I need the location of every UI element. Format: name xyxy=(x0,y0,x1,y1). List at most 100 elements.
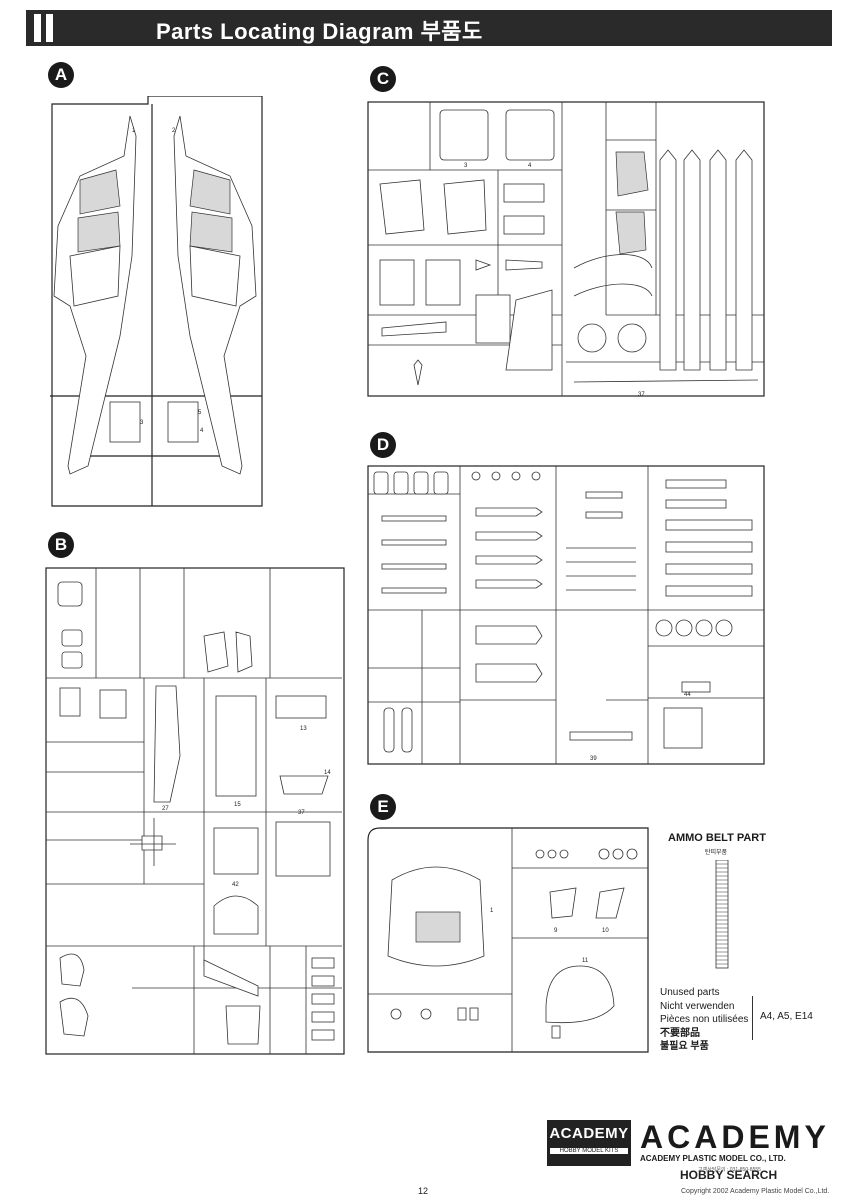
ammo-belt-part xyxy=(715,860,729,969)
part-number: 44 xyxy=(684,692,691,698)
part-e11 xyxy=(545,965,615,1023)
part-b10-11 xyxy=(203,631,253,673)
header-stripe xyxy=(34,14,41,42)
part-number: 3 xyxy=(140,420,144,426)
sprue-b-frame xyxy=(45,567,345,1055)
part-c4 xyxy=(505,109,555,161)
part-c40 xyxy=(735,149,753,371)
part-c41 xyxy=(659,149,677,371)
part-d2b xyxy=(381,539,447,546)
part-d44 xyxy=(681,681,711,693)
part-number: 3 xyxy=(464,163,468,169)
left-detail-panel xyxy=(69,245,121,307)
part-c18 xyxy=(475,294,511,344)
part-b24 xyxy=(57,581,83,607)
academy-box-logo: ACADEMY HOBBY MODEL KITS xyxy=(547,1120,631,1166)
part-b45 xyxy=(130,818,176,866)
section-label-a: A xyxy=(48,62,74,88)
part-number: 2 xyxy=(172,128,176,134)
part-d23 xyxy=(383,707,395,753)
part-e3 xyxy=(420,1008,432,1020)
part-c19 xyxy=(505,289,553,371)
part-b71 xyxy=(203,959,259,997)
part-d15 xyxy=(665,519,753,531)
part-c11 xyxy=(503,183,545,203)
customer-phone: 고객상담문의 : 031-850-8555 xyxy=(698,1167,761,1173)
part-b60 xyxy=(311,1029,335,1041)
part-number: 4 xyxy=(200,428,204,434)
part-d45 xyxy=(663,707,703,749)
part-d3 xyxy=(381,563,447,570)
part-d18 xyxy=(665,585,753,597)
part-e10 xyxy=(595,887,625,919)
sprue-e-frame xyxy=(367,827,649,1053)
unused-line-kr: 불필요 부품 xyxy=(660,1041,709,1052)
part-b43 xyxy=(213,895,259,935)
part-b42 xyxy=(213,827,259,875)
part-c14 xyxy=(425,259,461,306)
left-window-lower xyxy=(77,211,121,253)
part-e2 xyxy=(390,1008,402,1020)
part-b58 xyxy=(311,993,335,1005)
part-e8 xyxy=(598,848,610,860)
part-b86 xyxy=(59,997,89,1037)
part-b26 xyxy=(61,651,83,669)
part-c37 xyxy=(573,379,759,383)
part-d41b xyxy=(675,619,693,637)
unused-line-fr: Pièces non utilisées xyxy=(660,1014,749,1025)
part-d16 xyxy=(665,541,753,553)
right-window-upper xyxy=(189,169,231,215)
part-b14 xyxy=(279,775,329,795)
part-d28 xyxy=(401,707,413,753)
part-number: 5 xyxy=(198,410,202,416)
part-number: 11 xyxy=(582,958,589,964)
part-b30 xyxy=(59,687,81,717)
part-c3 xyxy=(439,109,489,161)
section-label-d: D xyxy=(370,432,396,458)
part-e7 xyxy=(535,849,545,859)
part-e7b xyxy=(547,849,557,859)
sprue-b-diagram: 27 15 13 14 42 37 xyxy=(45,567,345,1055)
sprue-e-grid xyxy=(368,828,648,1052)
sprue-a-cell-4 xyxy=(167,401,199,443)
part-number: 37 xyxy=(638,392,645,398)
unused-parts-note: Unused parts Nicht verwenden Pièces non … xyxy=(660,986,748,1054)
header-stripe xyxy=(46,14,53,42)
part-number: 4 xyxy=(528,163,532,169)
part-number: 1 xyxy=(132,128,136,134)
part-d10 xyxy=(585,491,623,499)
part-e9 xyxy=(549,887,577,919)
part-number: 1 xyxy=(490,908,494,914)
part-d4c xyxy=(511,471,521,481)
part-e7c xyxy=(559,849,569,859)
unused-bracket xyxy=(752,996,758,1040)
part-e6b xyxy=(469,1007,479,1021)
part-c33-34 xyxy=(573,254,653,297)
part-d42 xyxy=(695,619,713,637)
part-e8c xyxy=(626,848,638,860)
hobby-search-watermark: HOBBY SEARCH xyxy=(680,1168,778,1182)
section-label-e: E xyxy=(370,794,396,820)
academy-logo: ACADEMY xyxy=(640,1119,830,1155)
part-b72-73 xyxy=(225,1005,261,1045)
part-c13 xyxy=(379,259,415,306)
academy-box-subtitle: HOBBY MODEL KITS xyxy=(550,1148,628,1154)
part-e1-window xyxy=(415,911,461,943)
part-e6 xyxy=(457,1007,467,1021)
sprue-d-frame xyxy=(367,465,765,765)
part-b57 xyxy=(311,975,335,987)
part-c32 xyxy=(615,211,647,255)
sprue-b-grid xyxy=(46,568,342,1054)
page-title: Parts Locating Diagram 부품도 xyxy=(156,19,483,44)
part-e14 xyxy=(551,1025,561,1039)
part-number: 37 xyxy=(298,810,305,816)
part-d5 xyxy=(475,507,543,517)
part-d4 xyxy=(471,471,481,481)
part-d6 xyxy=(475,555,543,565)
part-number: 27 xyxy=(162,806,169,812)
part-d8 xyxy=(585,511,623,519)
part-b59 xyxy=(311,1011,335,1023)
unused-line-jp: 不要部品 xyxy=(660,1027,700,1039)
part-d4b xyxy=(491,471,501,481)
unused-line-en: Unused parts xyxy=(660,987,720,998)
